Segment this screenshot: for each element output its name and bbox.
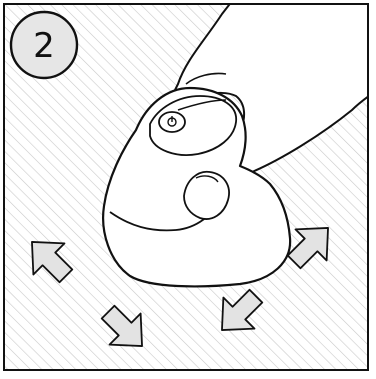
arrow-up-left (31, 241, 74, 284)
hand-finger-line (185, 72, 227, 85)
panel-border (3, 3, 369, 371)
move-arrow-icon (31, 227, 329, 347)
step-badge: 2 (9, 10, 79, 80)
arrow-up-right (286, 227, 329, 270)
thumb (183, 170, 230, 220)
arrow-down-right (100, 304, 143, 347)
thumb-edge (195, 175, 219, 183)
power-button-icon (158, 111, 186, 133)
mouse-button-divider (177, 99, 227, 111)
step-number: 2 (33, 26, 55, 66)
mouse-top-panel (149, 95, 237, 156)
arrow-down-left (221, 288, 264, 331)
